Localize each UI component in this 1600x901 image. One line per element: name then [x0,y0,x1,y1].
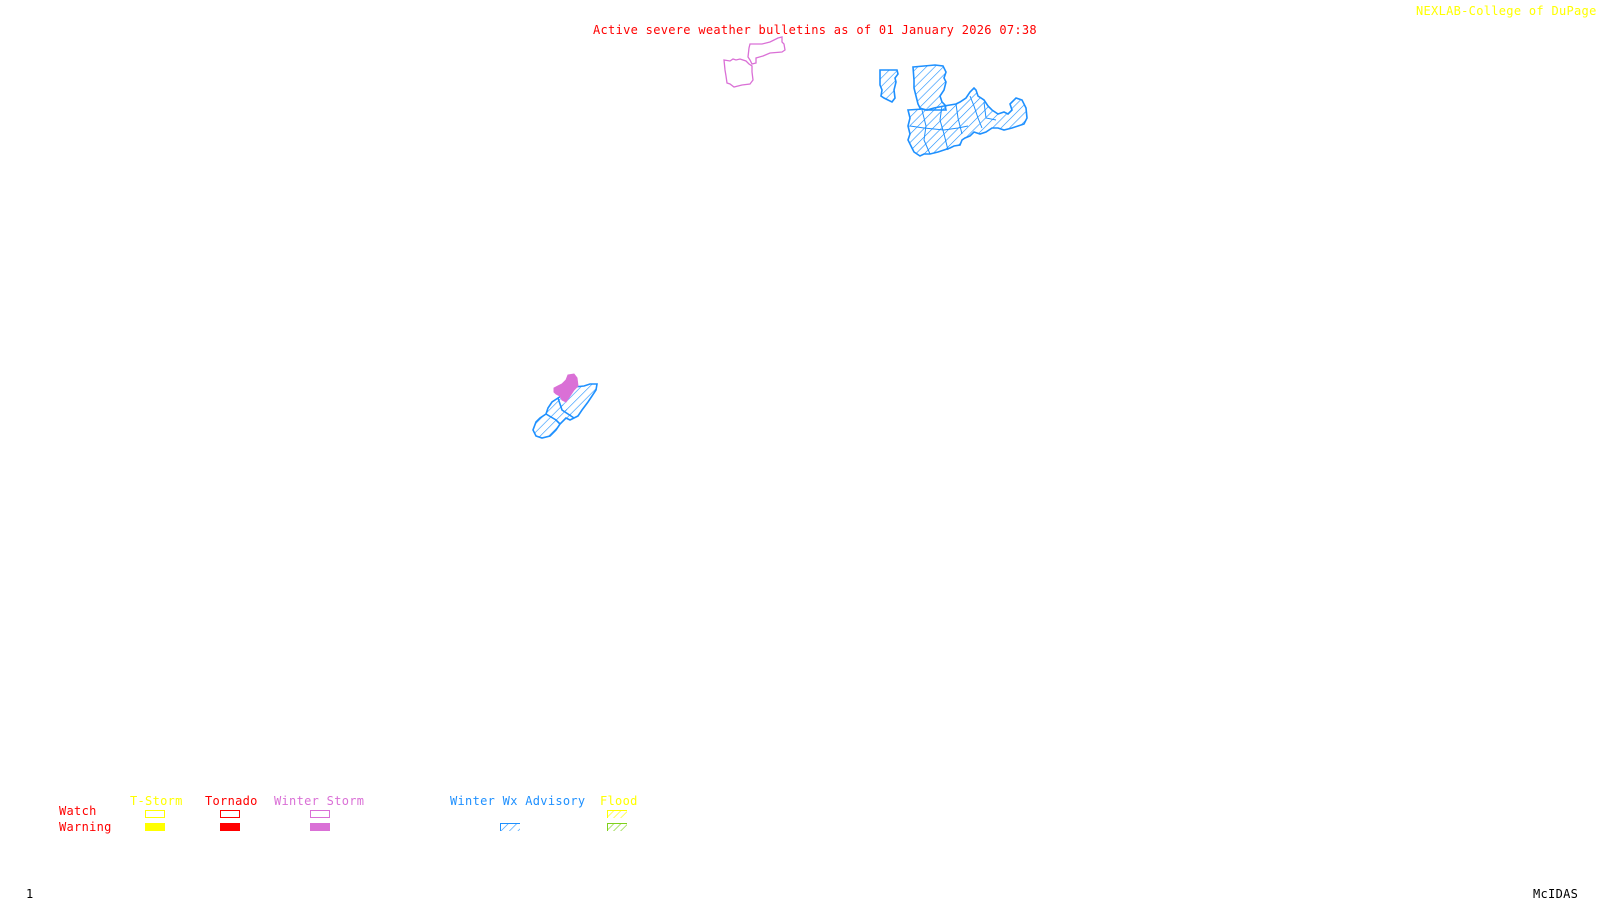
credit-text: NEXLAB-College of DuPage ▹ [1416,5,1600,17]
map-title: Active severe weather bulletins as of 01… [593,23,1037,37]
legend-row-warning-label: Warning [59,820,112,834]
legend-flood-watch-swatch [607,810,627,818]
county-boundaries-northeast [909,95,997,155]
legend-tornado-warning-swatch [220,823,240,831]
legend-label-winter-wx-advisory: Winter Wx Advisory [450,794,586,808]
legend-tstorm-watch-swatch [145,810,165,818]
legend-tornado-watch-swatch [220,810,240,818]
winter-wx-advisory-northeast [879,64,1028,157]
legend-label-flood: Flood [600,794,638,808]
winter-wx-advisory-central [532,383,598,439]
winter-storm-watch-area [723,36,786,88]
winter-storm-warning-central [553,373,579,403]
credit-label: NEXLAB-College of DuPage [1416,4,1597,18]
legend-tstorm-warning-swatch [145,823,165,831]
legend-label-tstorm: T-Storm [130,794,183,808]
legend-winter-storm-warning-swatch [310,823,330,831]
software-label: McIDAS [1533,887,1579,901]
legend-flood-warning-swatch [607,823,627,831]
legend-winter-wx-advisory-swatch [500,823,520,831]
frame-number: 1 [26,887,34,901]
legend-row-watch-label: Watch [59,804,97,818]
legend-label-winter-storm: Winter Storm [274,794,365,808]
legend-label-tornado: Tornado [205,794,258,808]
legend-winter-storm-watch-swatch [310,810,330,818]
